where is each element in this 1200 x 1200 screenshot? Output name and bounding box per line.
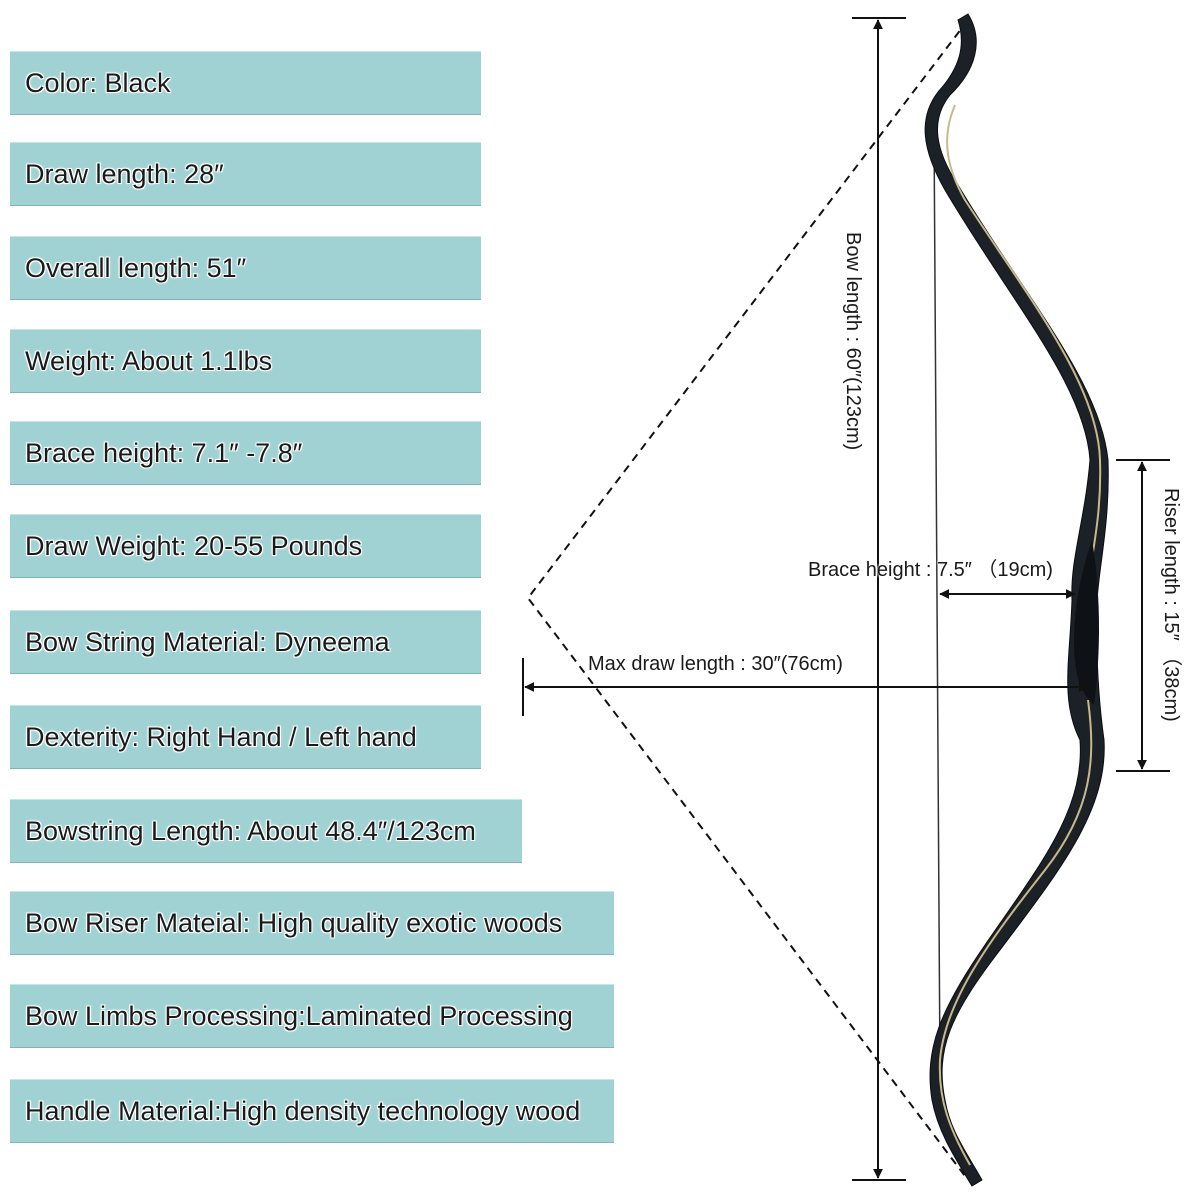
spec-handle-material: Handle Material:High density technology … <box>10 1079 614 1143</box>
bow-riser <box>1073 540 1099 705</box>
spec-bowstring-length: Bowstring Length: About 48.4″/123cm <box>10 799 522 863</box>
spec-overall-length: Overall length: 51″ <box>10 236 481 300</box>
spec-draw-length: Draw length: 28″ <box>10 142 481 206</box>
bowstring <box>933 127 941 1071</box>
spec-draw-weight: Draw Weight: 20-55 Pounds <box>10 514 481 578</box>
riser-length-label: Riser length : 15″ （38cm) <box>1160 488 1182 722</box>
draw-triangle-dashed <box>526 19 969 1181</box>
max-draw-length-label: Max draw length : 30″(76cm) <box>588 653 843 675</box>
brace-height-label: Brace height : 7.5″ （19cm) <box>808 559 1053 581</box>
spec-bow-riser-material: Bow Riser Mateial: High quality exotic w… <box>10 891 614 955</box>
spec-brace-height: Brace height: 7.1″ -7.8″ <box>10 421 481 485</box>
spec-list: Color: Black Draw length: 28″ Overall le… <box>10 51 614 1143</box>
bow-laminate-lower <box>938 699 1093 1166</box>
bow-limb <box>924 13 1109 1187</box>
spec-color: Color: Black <box>10 51 481 115</box>
spec-dexterity: Dexterity: Right Hand / Left hand <box>10 705 481 769</box>
bow-length-label: Bow length : 60″(123cm) <box>842 232 864 451</box>
spec-bow-string-material: Bow String Material: Dyneema <box>10 610 481 674</box>
bow-laminate-upper <box>946 104 1102 601</box>
spec-bow-limbs-processing: Bow Limbs Processing:Laminated Processin… <box>10 984 614 1048</box>
spec-weight: Weight: About 1.1lbs <box>10 329 481 393</box>
